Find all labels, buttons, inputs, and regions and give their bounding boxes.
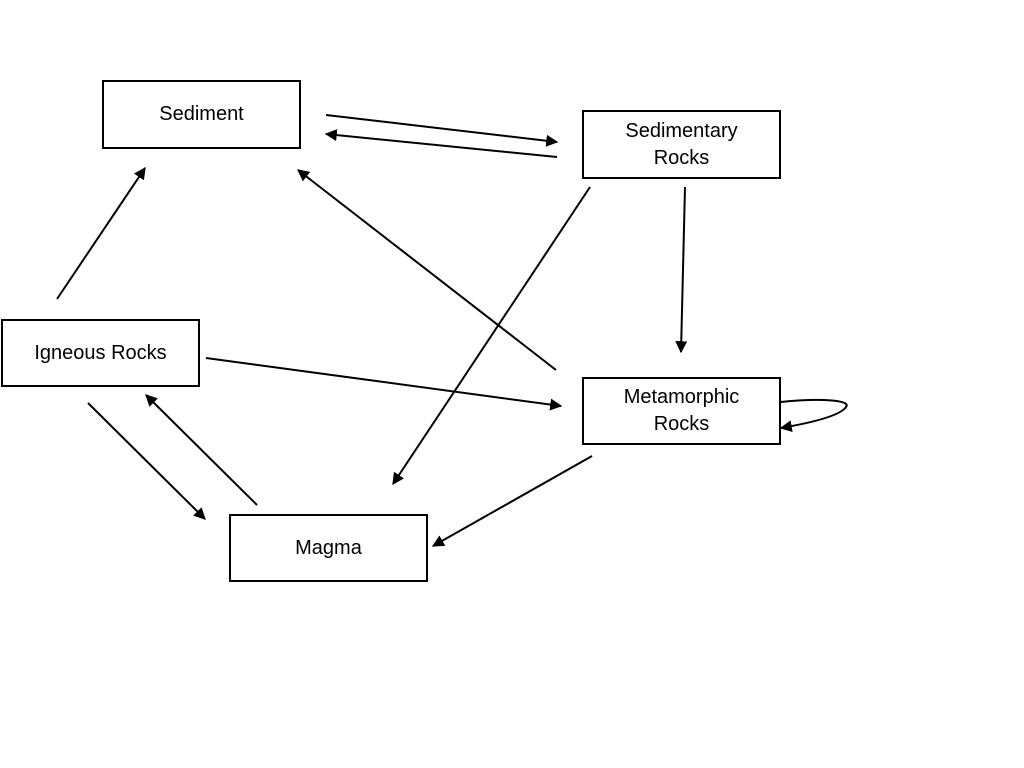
arrow-igneous-rocks-to-metamorphic-rocks [205, 357, 563, 411]
node-metamorphic-rocks: Metamorphic Rocks [582, 377, 781, 445]
node-label-metamorphic-rocks: Metamorphic Rocks [623, 386, 740, 435]
arrow-magma-to-igneous-rocks [145, 394, 258, 506]
arrow-metamorphic-rocks-self-loop [779, 398, 848, 433]
node-label-sediment: Sediment [159, 103, 244, 125]
node-label-igneous-rocks: Igneous Rocks [34, 341, 167, 364]
node-label-magma: Magma [295, 536, 362, 559]
arrow-sedimentary-rocks-to-magma [392, 186, 591, 486]
node-sedimentary-rocks: Sedimentary Rocks [582, 110, 781, 179]
arrow-sedimentary-rocks-to-sediment [324, 129, 558, 158]
arrow-metamorphic-rocks-to-sediment [297, 169, 557, 371]
arrow-metamorphic-rocks-to-magma [431, 455, 593, 547]
node-magma: Magma [229, 514, 428, 582]
arrow-sediment-to-sedimentary-rocks [325, 114, 559, 147]
arrow-sedimentary-rocks-to-metamorphic-rocks [675, 186, 688, 354]
node-sediment: Sediment [102, 80, 301, 149]
arrow-igneous-rocks-to-magma [87, 402, 206, 520]
node-label-sedimentary-rocks: Sedimentary Rocks [625, 119, 738, 169]
arrow-igneous-rocks-to-sediment [56, 167, 146, 300]
node-igneous-rocks: Igneous Rocks [1, 319, 200, 387]
